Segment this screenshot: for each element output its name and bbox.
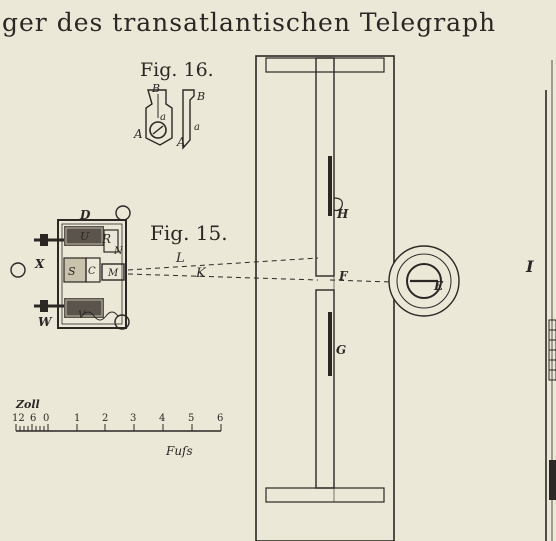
main-frame — [255, 55, 395, 541]
scale-tick-label-0: 0 — [43, 413, 49, 424]
main-label-I: I — [525, 257, 534, 276]
fig15-block-C — [85, 257, 101, 283]
fig16-group: Fig. 16. B B a a A A — [133, 59, 214, 150]
fig15-label-S: S — [68, 265, 76, 278]
fig16-caption: Fig. 16. — [140, 59, 214, 81]
scale-tick-label-5: 5 — [188, 413, 194, 424]
fig15-label-V: V — [78, 310, 87, 321]
fig15-label-U: U — [80, 230, 90, 243]
fig15-label-D: D — [79, 208, 91, 222]
fig15-frame — [57, 219, 127, 329]
fig15-caption: Fig. 15. — [150, 221, 228, 245]
main-label-H: H — [336, 207, 349, 221]
scale-unit-bottom: Fuſs — [165, 444, 193, 458]
main-line-F — [329, 279, 393, 283]
fig15-upper-coil — [64, 226, 104, 246]
main-mirror-H — [328, 156, 332, 216]
main-bottom-bar — [265, 487, 385, 503]
fig16-bracket-right — [182, 89, 195, 150]
fig15-block-M — [101, 263, 125, 281]
right-block — [549, 460, 556, 500]
scale-tick-label-4: 4 — [159, 413, 165, 424]
main-label-F: F — [338, 269, 349, 283]
fig15-left-knob — [10, 262, 26, 278]
scale-tick-label-6: 6 — [30, 413, 36, 424]
fig15-line-K — [127, 273, 319, 281]
plate-header-title: ger des transatlantischen Telegraph — [2, 8, 497, 37]
fig16-label-A1: A — [133, 127, 143, 141]
main-label-E: E — [433, 279, 444, 293]
fig15-label-C: C — [88, 266, 96, 277]
scale-tick-label-1: 1 — [74, 413, 80, 424]
fig15-label-N: N — [113, 246, 124, 257]
fig15-label-W: W — [38, 315, 53, 329]
scale-tick-label-3: 3 — [130, 413, 136, 424]
scale-bar: Zoll 12 6 0 1 2 3 4 5 6 Fuſs — [12, 398, 223, 458]
fig15-label-L: L — [175, 251, 185, 266]
fig15-lower-coil — [64, 298, 104, 318]
main-mirror-G — [328, 312, 332, 376]
scale-unit-top: Zoll — [15, 398, 40, 411]
main-top-bar — [265, 57, 385, 73]
scale-tick-label-2: 2 — [102, 413, 108, 424]
fig16-label-B2: B — [196, 90, 205, 103]
scale-tick-label-6b: 6 — [217, 413, 223, 424]
main-apparatus: H F E G — [255, 55, 460, 541]
fig16-label-A2: A — [176, 135, 186, 149]
right-apparatus: I — [525, 60, 556, 541]
fig16-label-a1: a — [160, 112, 166, 123]
fig16-screw — [149, 121, 167, 139]
fig15-group: Fig. 15. D U R — [10, 205, 319, 330]
fig15-label-R: R — [101, 232, 111, 246]
lens-inner — [406, 263, 442, 299]
fig16-bracket-left — [145, 89, 173, 146]
fig15-line-L — [127, 257, 319, 271]
scale-tick-label-12: 12 — [12, 413, 25, 424]
fig15-label-K: K — [195, 266, 207, 281]
fig15-top-knob — [115, 205, 131, 221]
fig16-label-B1: B — [151, 82, 160, 95]
fig16-label-a2: a — [194, 122, 200, 133]
fig15-label-M: M — [107, 268, 119, 279]
main-label-G: G — [336, 343, 346, 357]
lens-ring — [396, 253, 452, 309]
fig15-label-X: X — [34, 257, 45, 271]
